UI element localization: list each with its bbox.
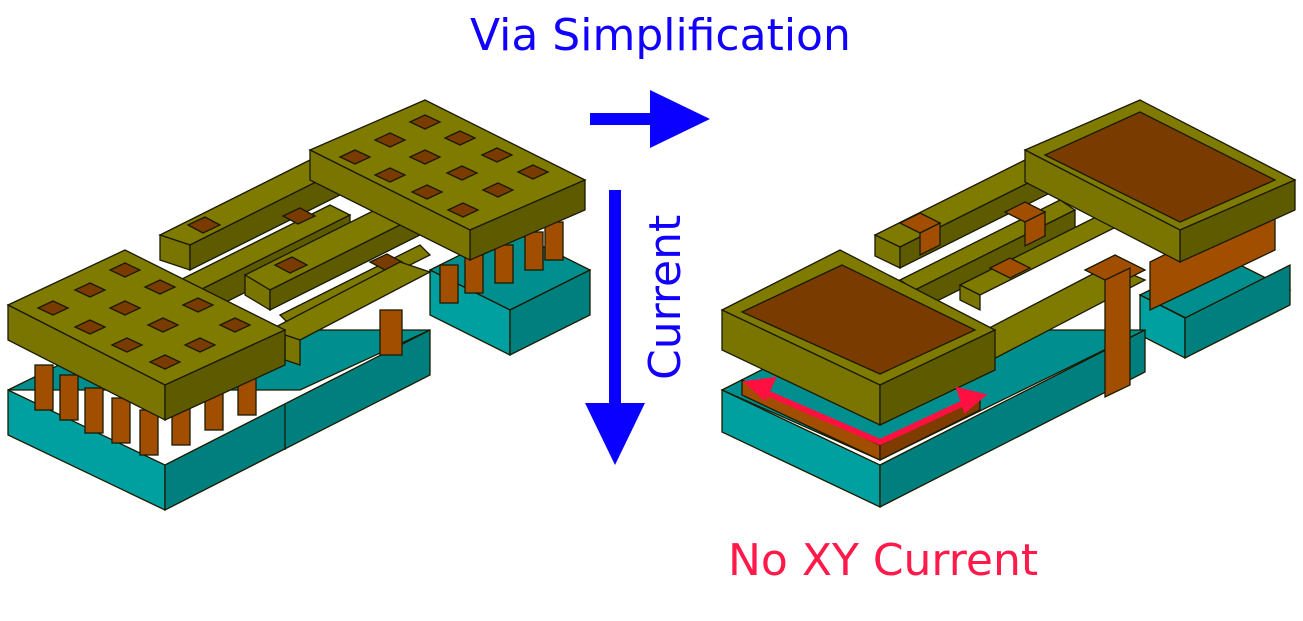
no-xy-current-label: No XY Current — [728, 535, 1039, 586]
left-right-metal-pad — [308, 99, 587, 262]
right-structure — [720, 99, 1297, 509]
right-arrow-icon — [590, 90, 710, 148]
double-headed-arrow-icon — [742, 376, 988, 446]
left-left-metal-pad — [6, 249, 287, 422]
left-structure — [6, 99, 592, 512]
right-front-metal-pad — [720, 249, 997, 427]
left-metal-fingers — [158, 159, 432, 326]
right-finger-via-stripes — [898, 201, 1047, 279]
down-arrow-icon — [585, 190, 645, 465]
left-center-bar — [268, 261, 432, 366]
right-back-substrate — [1138, 254, 1292, 360]
right-back-metal-pad — [1023, 99, 1297, 264]
current-label: Current — [640, 214, 691, 380]
finger-vias — [186, 207, 404, 274]
diagram-title: Via Simplification — [470, 10, 851, 61]
